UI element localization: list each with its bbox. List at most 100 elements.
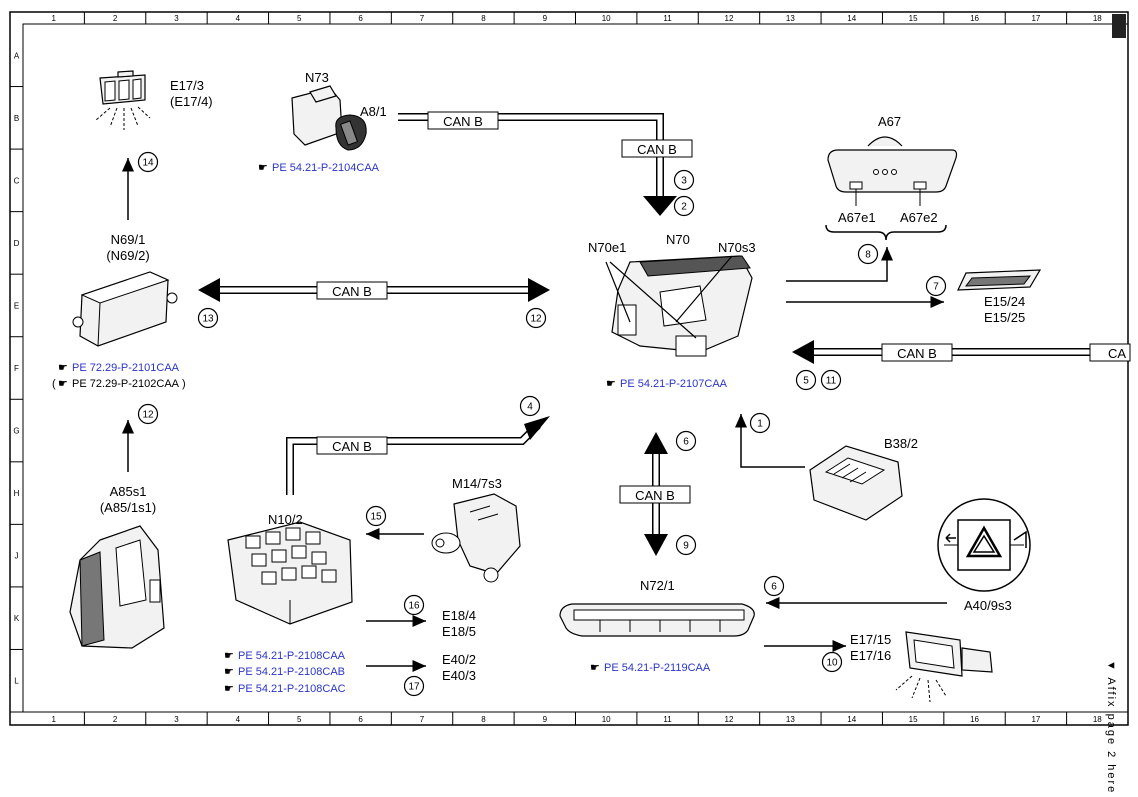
grid-row-label: G [13,427,19,436]
can-label: CAN B [443,114,483,129]
grid-column-label: 4 [236,715,241,724]
label-e18-4: E18/4 [442,608,476,623]
signal-number: 5 [803,376,809,387]
hand-pointer-icon: ☛ [58,362,68,374]
label-a8-1: A8/1 [360,104,387,119]
signal-circle-s17 [403,675,425,697]
can-label: CAN B [332,284,372,299]
signal-circle-s6b [763,575,785,597]
grid-column-label: 9 [543,715,548,724]
e15-24-lamp-icon [957,269,1042,291]
reference-text[interactable]: PE 72.29-P-2102CAA [72,378,180,390]
reference-text[interactable]: PE 54.21-P-2108CAC [238,683,346,695]
label-a67: A67 [878,114,901,129]
label-e18-5: E18/5 [442,624,476,639]
label-a67e1: A67e1 [838,210,876,225]
signal-circle-s16 [403,594,425,616]
grid-row-label: D [14,239,20,248]
b38-2-sensor-icon [809,445,903,521]
m14-7s3-switch-icon [431,493,521,583]
grid-column-label: 1 [51,14,56,23]
grid-column-label: 15 [909,715,918,724]
reference-text[interactable]: PE 54.21-P-2119CAA [604,662,711,674]
label-e17-3: E17/3 [170,78,204,93]
label-e17-15: E17/15 [850,632,891,647]
can-label: CAN B [897,346,937,361]
reference-pe-2107[interactable]: ☛ PE 54.21-P-2107CAA [606,378,728,390]
grid-column-label: 3 [174,14,179,23]
grid-column-label: 16 [970,14,979,23]
grid-column-label: 4 [236,14,241,23]
label-n73: N73 [305,70,329,85]
hand-pointer-icon: ☛ [606,378,616,390]
signal-number: 3 [681,176,687,187]
signal-circle-s15 [365,505,387,527]
reference-text[interactable]: PE 54.21-P-2104CAA [272,162,380,174]
signal-number: 12 [142,410,154,421]
signal-circle-s11 [820,369,842,391]
signal-circle-s5 [795,369,817,391]
can-label: CAN B [635,488,675,503]
signal-circle-s6a [675,430,697,452]
n70-overhead-control-panel-icon [605,255,753,357]
reference-text[interactable]: PE 72.29-P-2101CAA [72,362,180,374]
label-a67e2: A67e2 [900,210,938,225]
signal-number: 13 [202,314,214,325]
e17-15-lamp-icon [895,631,993,703]
label-e15-25: E15/25 [984,310,1025,325]
grid-row-label: C [14,176,20,185]
reference-pe-2108b[interactable]: ☛ PE 54.21-P-2108CAB [224,666,345,678]
signal-circle-s8 [857,243,879,265]
can-bus-a8-n70: CAN B CAN B [398,111,693,216]
label-e40-3: E40/3 [442,668,476,683]
signal-circle-s10 [821,651,843,673]
reference-pe-2119[interactable]: ☛ PE 54.21-P-2119CAA [590,662,711,674]
signal-number: 14 [142,158,154,169]
signal-number: 10 [826,658,838,669]
grid-column-label: 11 [663,715,672,724]
grid-column-label: 6 [358,14,363,23]
reference-text[interactable]: PE 54.21-P-2108CAB [238,666,345,678]
reference-pe-2102[interactable]: ( ☛ PE 72.29-P-2102CAA ) [52,378,186,390]
grid-column-label: 14 [847,715,856,724]
grid-column-label: 7 [420,715,425,724]
signal-number: 9 [683,541,689,552]
grid-column-label: 11 [663,14,672,23]
signal-number: 6 [683,437,689,448]
hand-pointer-icon: ☛ [224,683,234,695]
grid-column-label: 8 [481,715,486,724]
signal-number: 4 [527,402,533,413]
grid-column-label: 17 [1031,14,1040,23]
grid-column-label: 3 [174,715,179,724]
reference-text[interactable]: PE 54.21-P-2108CAA [238,650,346,662]
label-e15-24: E15/24 [984,294,1025,309]
label-a40-9s3: A40/9s3 [964,598,1012,613]
signal-number: 11 [826,376,837,387]
label-m14-7s3: M14/7s3 [452,476,502,491]
signal-number: 17 [408,682,420,693]
grid-column-label: 12 [725,715,734,724]
n73-ignition-switch-icon [291,85,367,151]
reference-pe-2101[interactable]: ☛ PE 72.29-P-2101CAA [58,362,180,374]
n72-1-control-panel-icon [559,603,755,637]
grid-row-label: F [14,364,19,373]
reference-text[interactable]: PE 54.21-P-2107CAA [620,378,728,390]
grid-column-label: 13 [786,14,795,23]
paren-open: ( [52,378,56,390]
grid-row-label: L [14,677,19,686]
reference-pe-2108a[interactable]: ☛ PE 54.21-P-2108CAA [224,650,346,662]
reference-pe-2108c[interactable]: ☛ PE 54.21-P-2108CAC [224,683,346,695]
grid-column-label: 17 [1031,715,1040,724]
signal-number: 1 [757,419,763,430]
grid-column-label: 16 [970,715,979,724]
reference-pe-2104[interactable]: ☛ PE 54.21-P-2104CAA [258,162,380,174]
a85s1-switch-icon [69,525,165,649]
grid-row-label: J [15,552,19,561]
label-n10-2: N10/2 [268,512,303,527]
grid-column-label: 2 [113,14,118,23]
signal-number: 8 [865,250,871,261]
can-bus-n69-n70: CAN B [198,278,550,302]
grid-column-label: 7 [420,14,425,23]
n69-1-control-module-icon [72,271,178,347]
